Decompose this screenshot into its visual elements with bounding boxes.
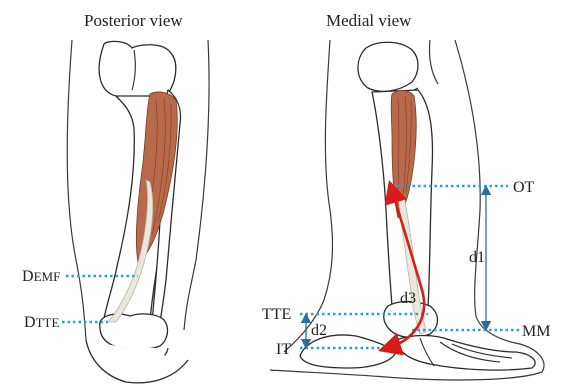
tte-label: TTE: [262, 306, 291, 323]
d2-label: d2: [311, 322, 327, 339]
demf-label: DEMF: [22, 268, 60, 285]
ot-label: OT: [513, 179, 535, 196]
d3-label: d3: [400, 290, 416, 307]
posterior-leg-outline: [67, 40, 86, 340]
d1-label: d1: [469, 249, 485, 266]
posterior-ankle-bones: [100, 314, 168, 349]
medial-view-title: Medial view: [326, 11, 412, 30]
posterior-view-panel: Posterior view DEMF DTTE: [22, 11, 209, 383]
medial-knee-bones: [358, 42, 418, 91]
mm-label: MM: [522, 323, 550, 340]
it-label: IT: [276, 341, 291, 358]
posterior-view-title: Posterior view: [84, 11, 183, 30]
posterior-knee-bones: [99, 41, 176, 99]
medial-view-panel: Medial view OT: [262, 11, 550, 380]
dtte-label: DTTE: [24, 314, 59, 331]
